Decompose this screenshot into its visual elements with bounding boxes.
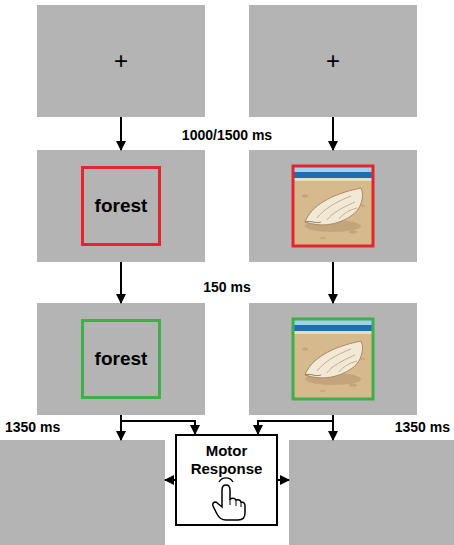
duration-label: 1000/1500 ms: [0, 127, 454, 143]
word-screen: forest: [37, 150, 205, 262]
green-frame: [293, 319, 373, 399]
flow-arrow: [120, 117, 122, 150]
flow-arrow: [165, 479, 175, 481]
node-text: Motor Response: [181, 442, 272, 478]
node-text: forest: [95, 195, 148, 218]
fixation-screen: +: [37, 5, 205, 117]
node-text: +: [326, 47, 340, 76]
flow-arrow: [278, 479, 289, 481]
shell-photo: [293, 319, 373, 399]
flow-arrow: [332, 262, 334, 303]
flow-arrow: [332, 415, 334, 440]
blank-screen: [289, 440, 454, 545]
node-text: +: [114, 47, 128, 76]
flow-arrow: [332, 117, 334, 150]
red-frame: [293, 166, 373, 246]
duration-label: 150 ms: [0, 279, 454, 295]
flow-arrow: [120, 262, 122, 303]
duration-label: 1350 ms: [380, 419, 450, 435]
hand-outline: [213, 485, 245, 520]
pointing-hand-icon: [213, 478, 245, 520]
node-text: forest: [95, 348, 148, 371]
word-frame: forest: [81, 166, 161, 246]
response-box: Motor Response: [175, 434, 278, 526]
duration-label: 1350 ms: [5, 419, 85, 435]
word-screen: forest: [37, 303, 205, 415]
flow-arrow: [120, 415, 122, 440]
blank-screen: [0, 440, 165, 545]
flow-arrow: [121, 415, 195, 434]
fixation-screen: +: [249, 5, 417, 117]
finger-line: [230, 499, 241, 507]
flow-arrow: [258, 415, 333, 434]
tap-mark: [219, 478, 233, 482]
word-frame: forest: [81, 319, 161, 399]
shell-photo: [293, 166, 373, 246]
picture-screen: [249, 303, 417, 415]
picture-screen: [249, 150, 417, 262]
